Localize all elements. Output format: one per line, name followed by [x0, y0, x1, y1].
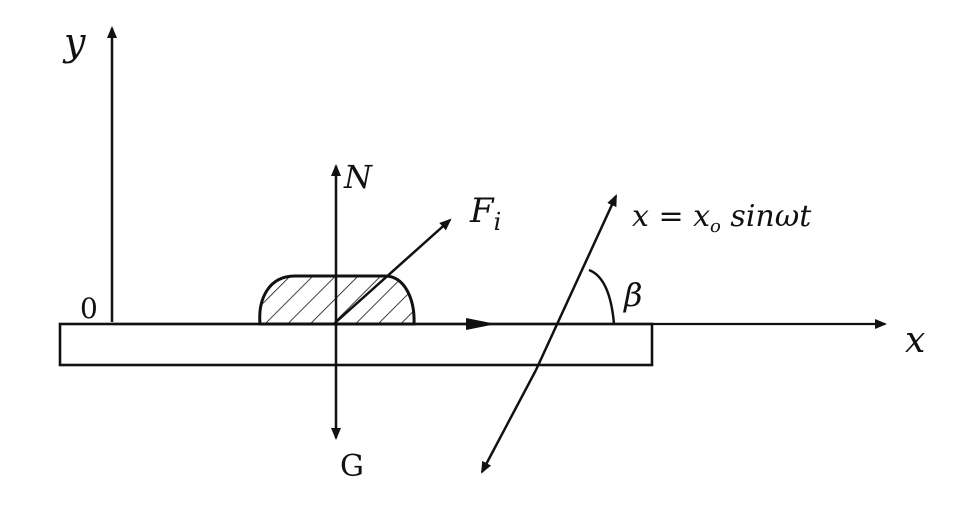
conveyor-plate	[58, 322, 654, 367]
vibration-direction-line	[534, 194, 618, 371]
gravity-label: G	[340, 449, 364, 484]
vibration-equation-subscript: o	[710, 216, 721, 237]
angle-beta-label: β	[623, 276, 643, 314]
inertial-force-label: Fi	[469, 191, 501, 236]
y-axis-label: y	[62, 20, 86, 64]
origin-label: 0	[80, 292, 98, 325]
normal-force-label: N	[343, 158, 373, 196]
inertial-force-arrow	[335, 218, 452, 323]
vibration-direction-line-lower	[480, 369, 538, 474]
angle-beta-arc	[588, 268, 616, 325]
x-axis-label: x	[905, 320, 925, 361]
vibration-equation: x = xo sinωt	[632, 199, 812, 237]
inertial-force-subscript: i	[494, 208, 502, 236]
